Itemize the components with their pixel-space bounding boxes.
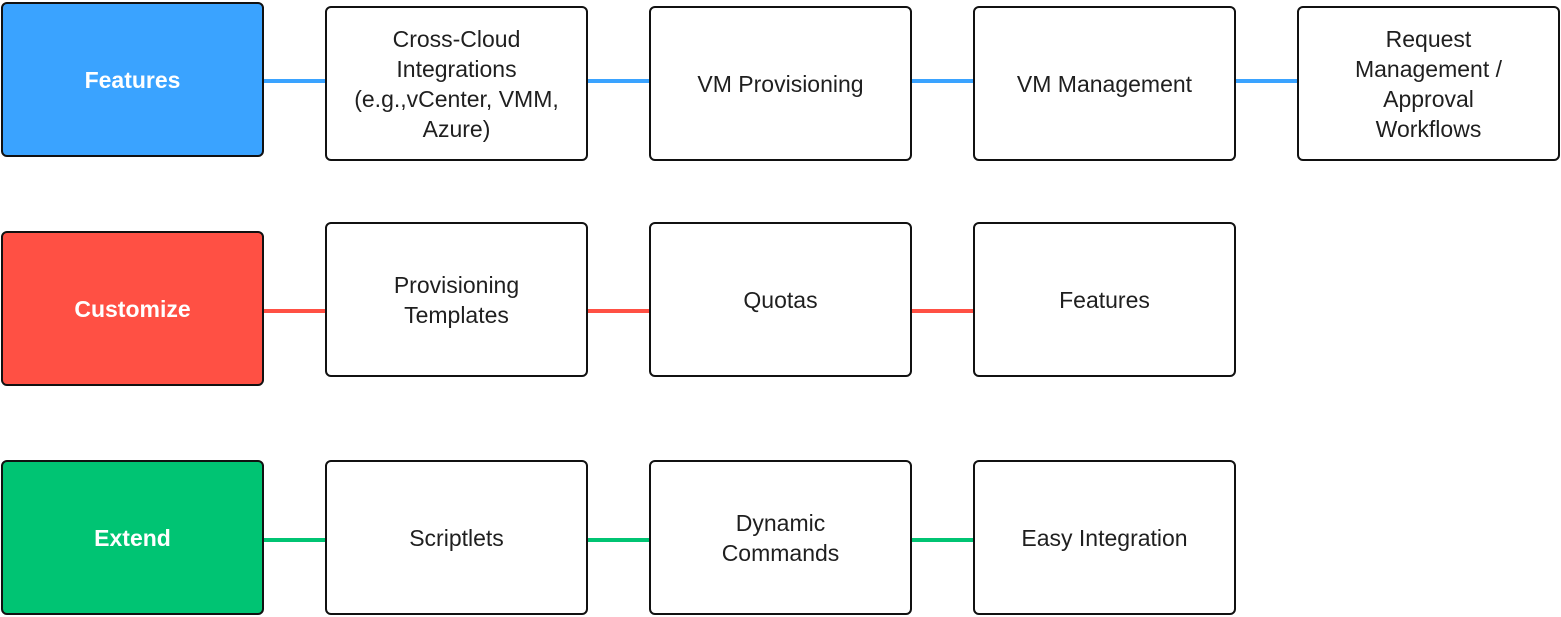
item-request-management-label: Request Management / Approval Workflows <box>1354 25 1503 142</box>
category-extend: Extend <box>1 460 264 615</box>
item-features-label: Features <box>1059 286 1150 313</box>
item-features: Features <box>973 222 1236 377</box>
item-dynamic-commands: Dynamic Commands <box>649 460 912 615</box>
item-provisioning-templates-label: Provisioning Templates <box>393 271 520 328</box>
category-extend-label: Extend <box>94 524 171 551</box>
item-request-management: Request Management / Approval Workflows <box>1297 6 1560 161</box>
item-easy-integration-label: Easy Integration <box>1021 524 1188 551</box>
item-scriptlets: Scriptlets <box>325 460 588 615</box>
item-vm-provisioning-label: VM Provisioning <box>697 70 864 97</box>
item-vm-management-label: VM Management <box>1016 70 1193 97</box>
item-easy-integration: Easy Integration <box>973 460 1236 615</box>
item-vm-provisioning: VM Provisioning <box>649 6 912 161</box>
category-customize: Customize <box>1 231 264 386</box>
category-features-label: Features <box>84 66 181 93</box>
item-cross-cloud-integrations-label: Cross-Cloud Integrations (e.g.,vCenter, … <box>354 25 559 142</box>
category-features: Features <box>1 2 264 157</box>
item-cross-cloud-integrations: Cross-Cloud Integrations (e.g.,vCenter, … <box>325 6 588 161</box>
item-scriptlets-label: Scriptlets <box>409 524 504 551</box>
item-vm-management: VM Management <box>973 6 1236 161</box>
item-dynamic-commands-label: Dynamic Commands <box>721 509 840 566</box>
category-customize-label: Customize <box>74 295 191 322</box>
item-provisioning-templates: Provisioning Templates <box>325 222 588 377</box>
item-quotas: Quotas <box>649 222 912 377</box>
item-quotas-label: Quotas <box>743 286 818 313</box>
